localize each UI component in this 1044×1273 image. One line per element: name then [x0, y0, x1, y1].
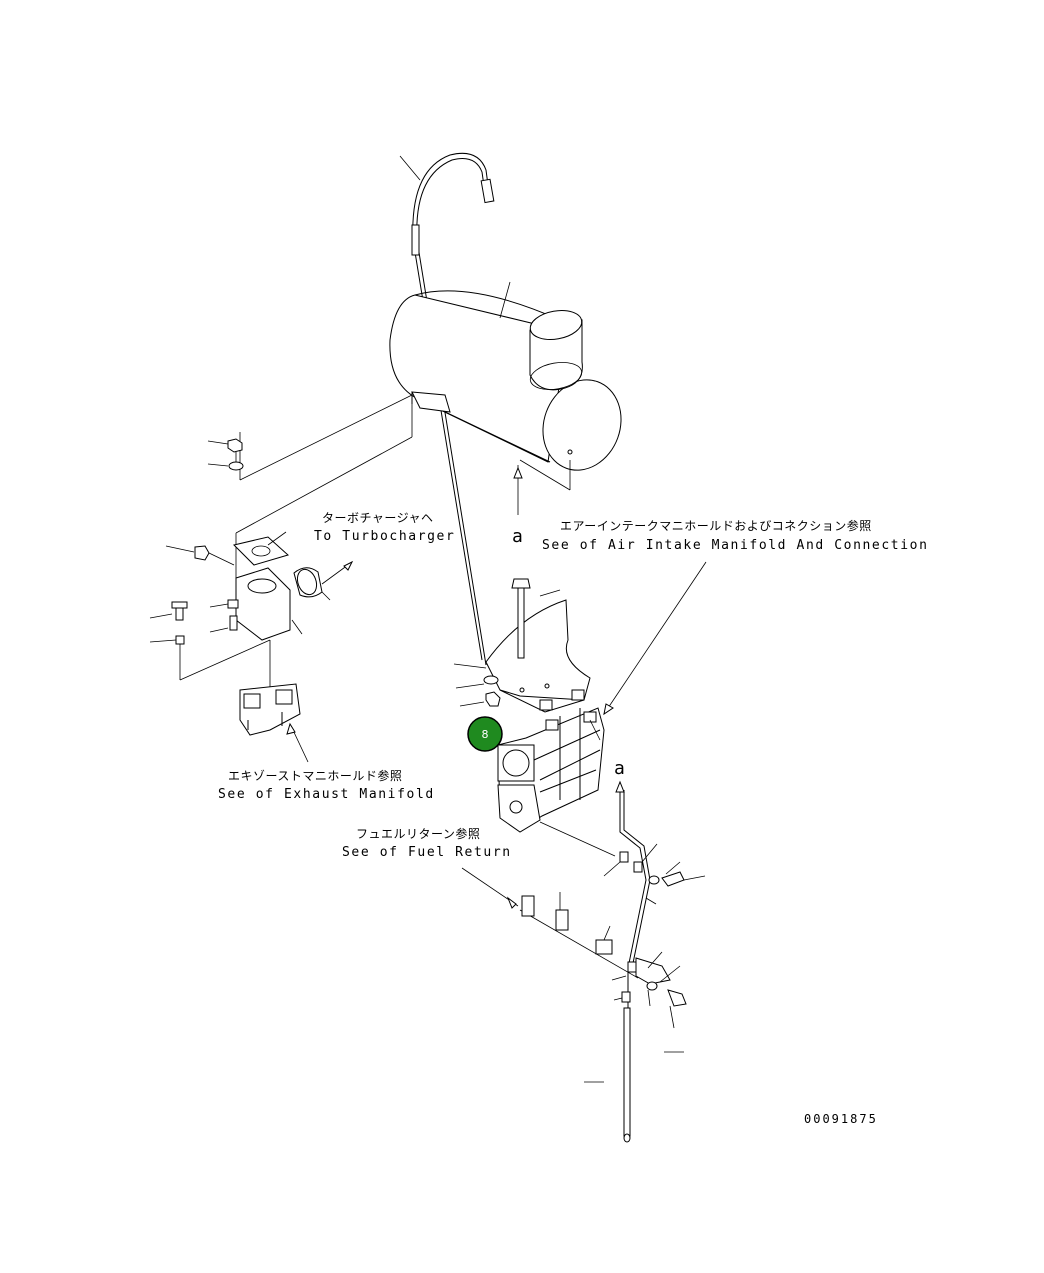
reference-mark-left: a: [512, 526, 523, 547]
air-intake-label-en: See of Air Intake Manifold And Connectio…: [542, 538, 929, 553]
fuel-label-en: See of Fuel Return: [342, 845, 512, 860]
intake-connection: [497, 707, 616, 857]
label-air-intake: エアーインテークマニホールドおよびコネクション参照 See of Air Int…: [542, 518, 929, 553]
air-intake-label-jp: エアーインテークマニホールドおよびコネクション参照: [560, 518, 872, 533]
label-exhaust: エキゾーストマニホールド参照 See of Exhaust Manifold: [218, 768, 435, 802]
callout-number[interactable]: 8: [482, 728, 489, 741]
turbo-label-en: To Turbocharger: [314, 529, 455, 544]
leader-lines-muffler: [235, 394, 571, 587]
fuel-label-jp: フュエルリターン参照: [356, 826, 480, 841]
bracket: [453, 578, 591, 713]
nut-washer-set: [207, 438, 244, 471]
callout-badge[interactable]: 8: [467, 716, 503, 752]
muffler: [389, 281, 622, 471]
drawing-number: 00091875: [804, 1112, 878, 1126]
turbo-label-jp: ターボチャージャヘ: [322, 511, 434, 525]
exhaust-connector: [149, 531, 331, 690]
sensor-cable: [399, 152, 495, 666]
callout-circle[interactable]: [467, 716, 503, 752]
exhaust-label-jp: エキゾーストマニホールド参照: [228, 768, 402, 783]
exhaust-label-en: See of Exhaust Manifold: [218, 787, 435, 802]
exhaust-manifold-piece: [239, 683, 309, 763]
label-fuel-return: フュエルリターン参照 See of Fuel Return: [342, 826, 512, 860]
air-intake-arrow: [603, 561, 707, 716]
reference-mark-right: a: [614, 758, 625, 779]
label-turbocharger: ターボチャージャヘ To Turbocharger: [314, 511, 455, 585]
fuel-linkage: [461, 780, 706, 1143]
